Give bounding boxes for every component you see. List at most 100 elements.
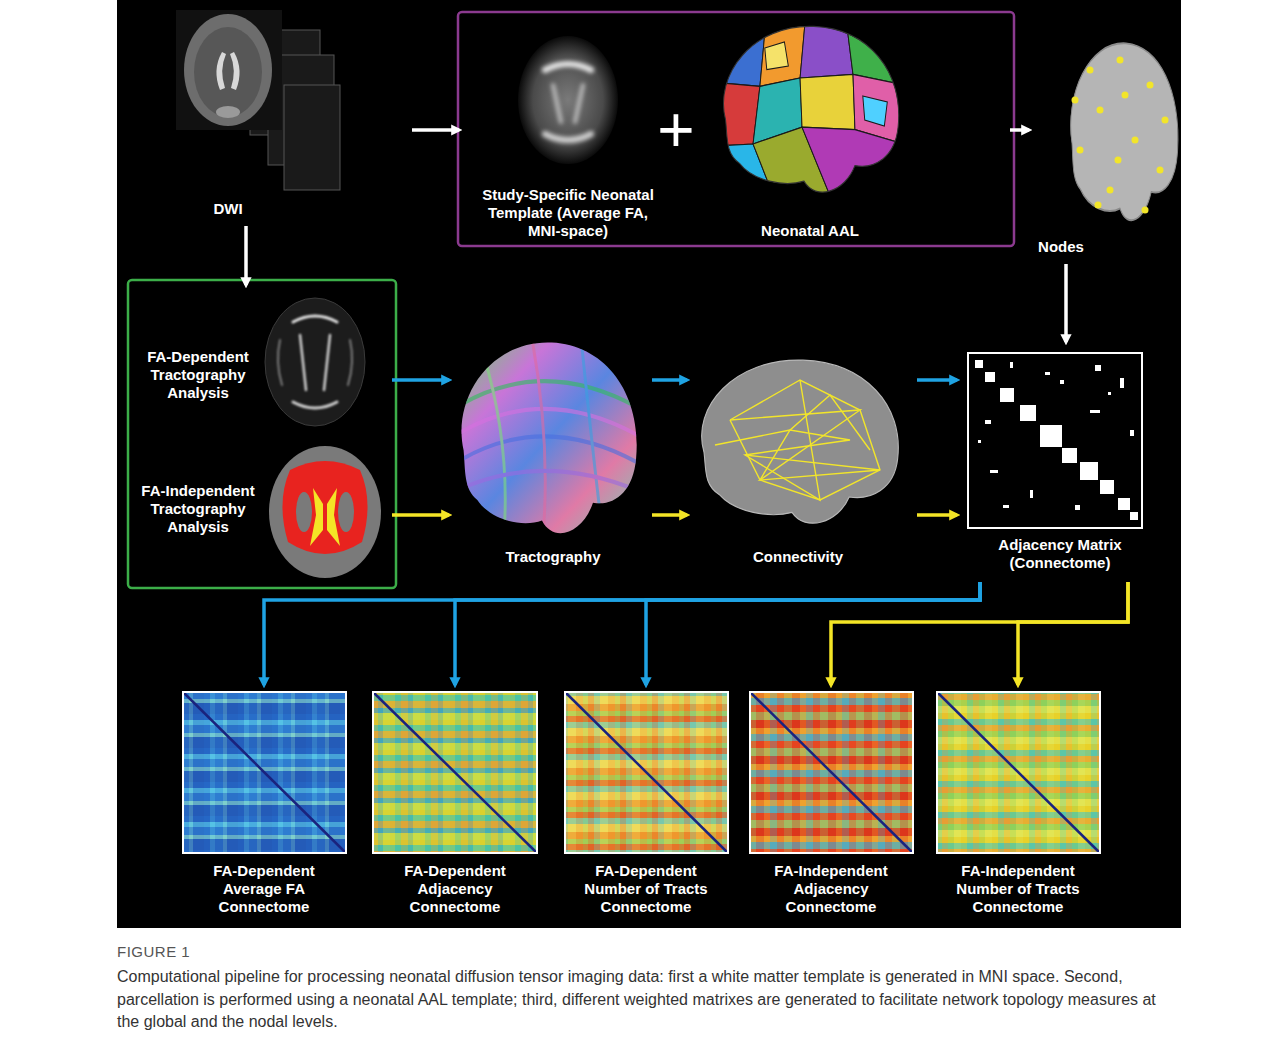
connectome-heatmaps (373, 692, 537, 853)
connectome-heatmaps (183, 692, 346, 853)
adjacency-matrix-image (1003, 505, 1009, 508)
dwi-image (176, 10, 340, 190)
template-image (518, 36, 618, 164)
connectivity-brain (730, 410, 880, 480)
adjacency-matrix-image (1120, 378, 1124, 388)
template-image (545, 64, 591, 70)
connectivity-brain (702, 360, 899, 523)
tractography-brain (454, 340, 640, 547)
template-image (518, 36, 618, 164)
connectome-heatmaps (183, 692, 346, 853)
fa-map-image (300, 335, 306, 390)
node-label: Study-Specific Neonatal Template (Averag… (473, 186, 663, 240)
tractography-brain (581, 340, 601, 519)
connectome-heatmaps (750, 692, 913, 853)
wm-mask-image (282, 461, 367, 554)
connectome-heatmaps (937, 692, 1100, 853)
aal-atlas-brain (760, 12, 806, 86)
connector-arrow (652, 378, 687, 382)
connectivity-brain (745, 380, 850, 500)
connectivity-brain (745, 455, 880, 470)
template-group-box (458, 12, 1014, 246)
connectome-heatmaps (373, 692, 537, 853)
dwi-image (284, 85, 340, 190)
connector-arrow (646, 582, 980, 685)
tractography-brain (483, 354, 505, 547)
adjacency-matrix-image (1080, 462, 1098, 480)
adjacency-matrix-image (968, 353, 1142, 528)
tractography-methods-box (128, 280, 396, 588)
nodes-brain (1107, 187, 1114, 194)
aal-atlas-brain (765, 42, 789, 70)
connector-arrow (392, 513, 449, 517)
connector-arrow (831, 582, 1128, 685)
tractography-brain (454, 340, 640, 547)
connectome-heatmaps (937, 692, 1100, 853)
adjacency-matrix-image (1130, 512, 1138, 520)
nodes-brain (1095, 202, 1102, 209)
adjacency-matrix-image (968, 353, 1142, 528)
connectome-heatmaps (183, 692, 1100, 853)
pipeline-node: Nodes (1032, 20, 1178, 262)
pipeline-node: DWI (170, 8, 410, 224)
node-label: Connectivity (728, 548, 868, 566)
connector-arrow (917, 513, 957, 517)
connectome-heatmaps (373, 692, 537, 853)
fa-map-image (278, 316, 352, 408)
dwi-image (176, 10, 282, 130)
connectome-heatmaps (183, 692, 346, 853)
adjacency-matrix-image (975, 360, 983, 368)
nodes-brain (1157, 167, 1164, 174)
template-image (553, 85, 561, 122)
adjacency-matrix-image (1040, 425, 1062, 447)
connector-arrow (917, 378, 957, 382)
adjacency-matrix-image (1095, 365, 1101, 371)
nodes-brain (1077, 147, 1084, 154)
connector-arrow (392, 378, 449, 382)
nodes-brain (1115, 157, 1122, 164)
node-label: Adjacency Matrix (Connectome) (980, 536, 1140, 572)
nodes-brain (1087, 67, 1094, 74)
connectome-heatmaps (565, 692, 728, 853)
nodes-brain (1071, 43, 1178, 220)
adjacency-matrix-image (1020, 405, 1036, 421)
connector-arrow (1018, 582, 1128, 685)
wm-mask-image (269, 446, 381, 578)
adjacency-matrix-image (1030, 490, 1033, 498)
nodes-brain (1122, 92, 1129, 99)
node-label: Neonatal AAL (735, 222, 885, 240)
connectome-heatmaps (937, 692, 1100, 853)
figure-number: FIGURE 1 (117, 943, 190, 960)
connectome-heatmaps (565, 692, 728, 853)
nodes-brain (1142, 207, 1149, 214)
nodes-brain (1147, 82, 1154, 89)
node-label: FA-Dependent Tractography Analysis (133, 348, 263, 402)
adjacency-matrix-image (975, 360, 1138, 520)
fa-map-image (293, 402, 337, 408)
connector-arrow (412, 128, 459, 132)
connectome-heatmaps (937, 692, 1100, 853)
adjacency-matrix-image (978, 440, 981, 443)
node-label: FA-Independent Tractography Analysis (133, 482, 263, 536)
wm-mask-image (269, 446, 381, 578)
nodes-brain (1097, 107, 1104, 114)
aal-atlas-brain (863, 96, 888, 126)
connectivity-brain (702, 360, 899, 523)
pipeline-node: Tractography (452, 335, 650, 580)
pipeline-node: FA-Independent Tractography Analysis (134, 442, 390, 586)
pipeline-node: FA-Dependent Average FA Connectome (180, 688, 350, 924)
tractography-brain (454, 436, 640, 464)
nodes-brain (1132, 137, 1139, 144)
fa-map-image (348, 340, 352, 385)
adjacency-matrix-image (1045, 372, 1050, 375)
fa-map-image (324, 335, 330, 390)
node-label: FA-Independent Adjacency Connectome (756, 862, 906, 916)
tractography-brain (454, 471, 640, 492)
connectivity-brain (730, 380, 880, 500)
pipeline-node: FA-Dependent Adjacency Connectome (370, 688, 540, 924)
connectome-heatmaps (373, 692, 537, 853)
aal-atlas-brain (800, 74, 855, 129)
nodes-brain (1162, 117, 1169, 124)
pipeline-node: Connectivity (690, 350, 915, 580)
plus-sign: + (646, 98, 706, 162)
